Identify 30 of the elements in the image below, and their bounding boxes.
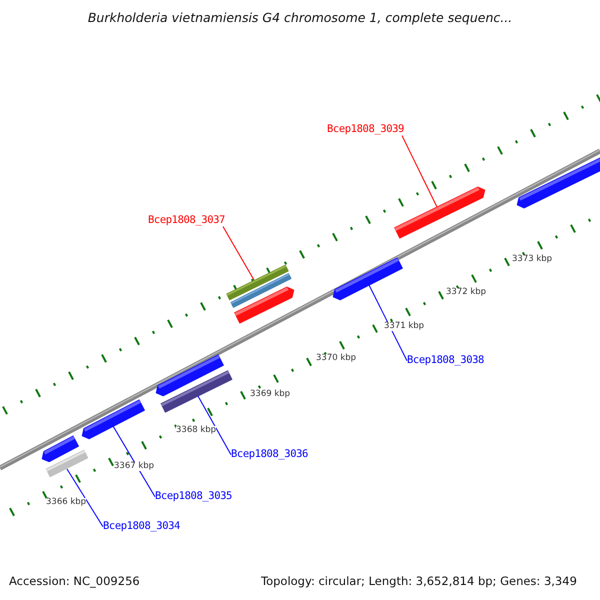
gene-block [82, 399, 145, 440]
genome-stats-text: Topology: circular; Length: 3,652,814 bp; Genes: 3,349 [261, 575, 577, 588]
gene-label: Bcep1808_3037 [148, 215, 225, 227]
gene-label: Bcep1808_3036 [231, 449, 308, 461]
leader-line [401, 135, 438, 208]
gene-bar [160, 370, 232, 413]
position-label: 3366 kbp [46, 498, 86, 508]
position-label: 3371 kbp [384, 322, 424, 332]
gene-bar [46, 450, 88, 478]
leader-line [198, 396, 232, 456]
position-label: 3369 kbp [250, 390, 290, 400]
gene-label: Bcep1808_3035 [155, 491, 232, 503]
gene-label: Bcep1808_3038 [407, 355, 484, 367]
position-label: 3368 kbp [176, 426, 216, 436]
gene-block [516, 156, 600, 208]
title: Burkholderia vietnamiensis G4 chromosome 1, complete sequenc... [86, 11, 514, 25]
position-label: 3367 kbp [114, 462, 154, 472]
position-label: 3370 kbp [316, 354, 356, 364]
gene-label: Bcep1808_3039 [327, 124, 404, 136]
leader-line [112, 426, 156, 498]
position-label: 3373 kbp [512, 255, 552, 264]
gene-label: Bcep1808_3034 [103, 521, 180, 533]
leader-line [368, 284, 408, 362]
accession-text: Accession: NC_009256 [9, 575, 140, 588]
gene-block [394, 186, 486, 239]
position-label: 3372 kbp [446, 288, 486, 298]
leader-line [222, 226, 254, 280]
gene-block [332, 257, 403, 300]
gene-block [234, 286, 294, 324]
leader-line [66, 468, 104, 528]
